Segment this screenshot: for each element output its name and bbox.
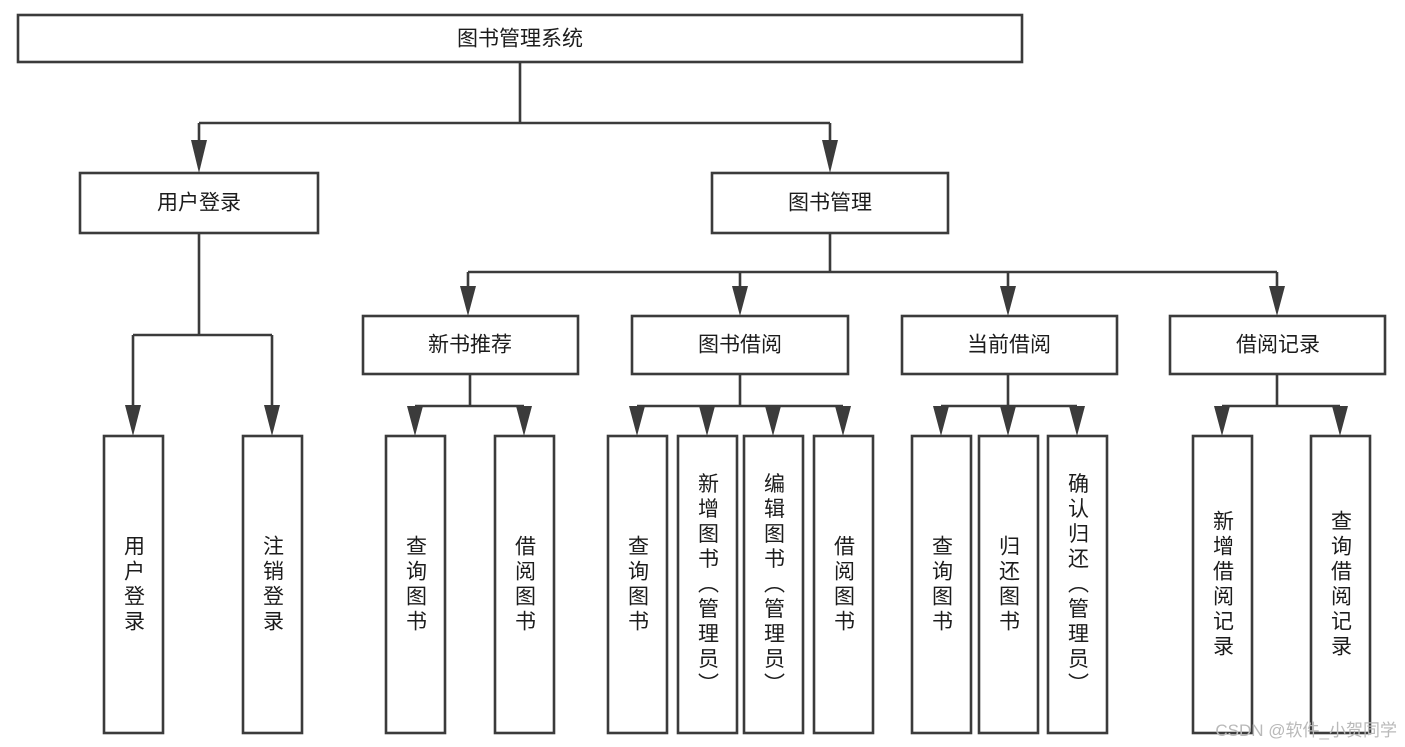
leaf-node[interactable]: 查询借阅记录 xyxy=(1309,434,1372,735)
leaf-bookborrow-borrow-box[interactable] xyxy=(812,434,875,735)
connector-group-user-login xyxy=(125,233,280,436)
node-current-borrow-label: 当前借阅 xyxy=(967,334,1051,357)
node-book-manage-box[interactable] xyxy=(710,171,950,235)
leaf-node[interactable]: 用户登录 xyxy=(102,434,165,735)
leaf-user-login-label: 用户登录 xyxy=(122,535,146,635)
leaf-currentborrow-return-box[interactable] xyxy=(977,434,1040,735)
arrow-icon-userlogin-2 xyxy=(264,405,280,436)
node-user-login-box[interactable] xyxy=(78,171,320,235)
arrow-icon-bookborrow-1 xyxy=(629,406,645,436)
node-book-borrow-box[interactable] xyxy=(630,314,850,376)
leaf-bookborrow-query-box[interactable] xyxy=(606,434,669,735)
leaf-user-login-box[interactable] xyxy=(102,434,165,735)
leaf-currentborrow-confirm-label: 确认归还（管理员） xyxy=(1066,473,1090,698)
leaf-records-add-label: 新增借阅记录 xyxy=(1211,510,1235,660)
leaf-node[interactable]: 确认归还（管理员） xyxy=(1046,434,1109,735)
arrow-icon-bookborrow-4 xyxy=(835,406,851,436)
leaf-node[interactable]: 查询图书 xyxy=(910,434,973,735)
connector-group-book-manage xyxy=(460,233,1285,316)
node-book-manage-label: 图书管理 xyxy=(788,192,872,215)
leaf-node[interactable]: 借阅图书 xyxy=(812,434,875,735)
arrow-icon-borrowrecords-2 xyxy=(1332,406,1348,436)
leaf-records-add-box[interactable] xyxy=(1191,434,1254,735)
connector-group-book-borrow xyxy=(629,374,851,436)
leaf-records-query-box[interactable] xyxy=(1309,434,1372,735)
arrow-icon-bookborrow-3 xyxy=(765,406,781,436)
arrow-icon-bookmanage-4 xyxy=(1269,286,1285,316)
arrow-icon-to-book-manage xyxy=(822,140,838,173)
leaf-newbook-query-box[interactable] xyxy=(384,434,447,735)
leaf-node[interactable]: 新增借阅记录 xyxy=(1191,434,1254,735)
node-borrow-records[interactable]: 借阅记录 xyxy=(1168,314,1387,376)
arrow-icon-currentborrow-3 xyxy=(1069,406,1085,436)
node-new-book-recommend-box[interactable] xyxy=(361,314,580,376)
leaf-currentborrow-query-label: 查询图书 xyxy=(930,535,954,635)
node-root[interactable]: 图书管理系统 xyxy=(16,13,1024,64)
node-book-borrow[interactable]: 图书借阅 xyxy=(630,314,850,376)
leaf-newbook-borrow-label: 借阅图书 xyxy=(513,535,537,635)
node-current-borrow[interactable]: 当前借阅 xyxy=(900,314,1119,376)
leaf-logout-label: 注销登录 xyxy=(261,535,285,635)
leaf-bookborrow-query-label: 查询图书 xyxy=(626,535,650,635)
leaf-node[interactable]: 查询图书 xyxy=(606,434,669,735)
connector-group-current-borrow xyxy=(933,374,1085,436)
node-root-label: 图书管理系统 xyxy=(457,28,583,51)
node-book-borrow-label: 图书借阅 xyxy=(698,334,782,357)
leaf-bookborrow-add-label: 新增图书（管理员） xyxy=(696,473,720,698)
node-user-login[interactable]: 用户登录 xyxy=(78,171,320,235)
arrow-icon-bookmanage-3 xyxy=(1000,286,1016,316)
arrow-icon-currentborrow-2 xyxy=(1000,406,1016,436)
leaf-bookborrow-add-box[interactable] xyxy=(676,434,739,735)
leaf-currentborrow-return-label: 归还图书 xyxy=(997,535,1021,635)
leaf-records-query-label: 查询借阅记录 xyxy=(1329,510,1353,660)
arrow-icon-bookborrow-2 xyxy=(699,406,715,436)
leaf-node[interactable]: 归还图书 xyxy=(977,434,1040,735)
node-book-manage[interactable]: 图书管理 xyxy=(710,171,950,235)
leaf-logout-box[interactable] xyxy=(241,434,304,735)
leaf-newbook-borrow-box[interactable] xyxy=(493,434,556,735)
leaf-node[interactable]: 新增图书（管理员） xyxy=(676,434,739,735)
leaf-node[interactable]: 借阅图书 xyxy=(493,434,556,735)
leaf-node[interactable]: 查询图书 xyxy=(384,434,447,735)
arrow-icon-bookmanage-1 xyxy=(460,286,476,316)
connector-group-borrow-records xyxy=(1214,374,1348,436)
leaf-bookborrow-borrow-label: 借阅图书 xyxy=(832,535,856,635)
arrow-icon-to-user-login xyxy=(191,140,207,173)
arrow-icon-bookmanage-2 xyxy=(732,286,748,316)
node-borrow-records-label: 借阅记录 xyxy=(1236,334,1320,357)
node-new-book-recommend-label: 新书推荐 xyxy=(428,334,512,357)
leaf-newbook-query-label: 查询图书 xyxy=(404,535,428,635)
arrow-icon-currentborrow-1 xyxy=(933,406,949,436)
node-current-borrow-box[interactable] xyxy=(900,314,1119,376)
node-user-login-label: 用户登录 xyxy=(157,192,241,215)
node-root-box[interactable] xyxy=(16,13,1024,64)
arrow-icon-newbook-2 xyxy=(516,406,532,436)
arrow-icon-userlogin-1 xyxy=(125,405,141,436)
arrow-icon-borrowrecords-1 xyxy=(1214,406,1230,436)
leaf-bookborrow-edit-label: 编辑图书（管理员） xyxy=(762,473,786,698)
connector-group-new-book xyxy=(407,374,532,436)
arrow-icon-newbook-1 xyxy=(407,406,423,436)
leaf-bookborrow-edit-box[interactable] xyxy=(742,434,805,735)
connector-group-root xyxy=(191,62,838,173)
leaf-currentborrow-confirm-box[interactable] xyxy=(1046,434,1109,735)
node-borrow-records-box[interactable] xyxy=(1168,314,1387,376)
leaf-node[interactable]: 注销登录 xyxy=(241,434,304,735)
node-new-book-recommend[interactable]: 新书推荐 xyxy=(361,314,580,376)
leaf-currentborrow-query-box[interactable] xyxy=(910,434,973,735)
csdn-watermark: CSDN @软件_小贺同学 xyxy=(1215,721,1397,740)
leaf-node[interactable]: 编辑图书（管理员） xyxy=(742,434,805,735)
